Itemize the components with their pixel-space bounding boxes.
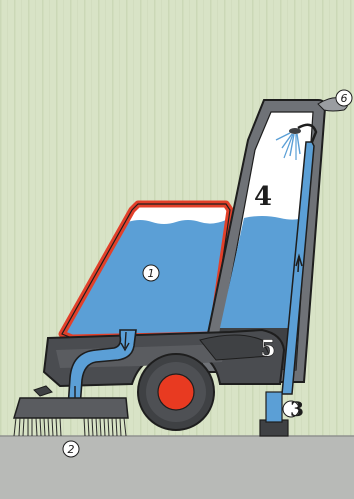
wheel-icon	[138, 354, 214, 430]
callout-4-label: 4	[254, 182, 272, 212]
callout-6-label: 6	[341, 92, 348, 105]
callout-3-label: 3	[290, 397, 304, 421]
callout-5: 5	[260, 336, 275, 362]
callout-6: 6	[336, 90, 352, 106]
floor	[0, 436, 354, 499]
callout-4: 4	[254, 182, 272, 212]
callout-5-label: 5	[260, 336, 275, 362]
callout-2-label: 2	[68, 443, 75, 456]
callout-1-label: 1	[148, 267, 155, 280]
callout-1: 1	[143, 265, 159, 281]
callout-2: 2	[63, 441, 79, 457]
